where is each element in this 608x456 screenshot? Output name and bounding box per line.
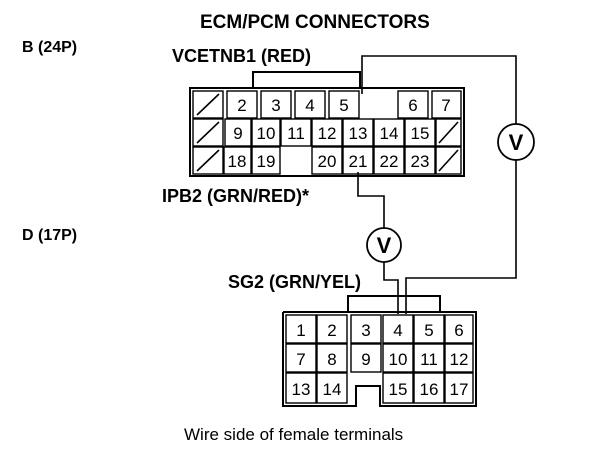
d-pin-2 [316,314,348,344]
d-pin-label: 16 [420,380,439,399]
b-pin-label: 6 [408,96,417,115]
b-pin-14 [373,118,405,147]
wire-vcetnb1 [361,55,517,124]
d-pin-label: 1 [296,321,305,340]
d-pin-label: 13 [292,380,311,399]
b-pin-12 [311,118,343,147]
blank-cavity-slash [438,149,459,172]
connector-d-frame [282,311,477,407]
wire-sg2-right-meter [405,160,517,314]
b-pin-20 [311,146,343,175]
blank-cavity-slash [196,93,220,116]
d-pin-label: 6 [454,321,463,340]
voltmeter-middle-icon: V [366,227,402,263]
b-pin-label: 15 [411,124,430,143]
b-pin-label: 20 [318,152,337,171]
b-pin-23 [404,146,436,175]
b-pin-label: 21 [349,152,368,171]
d-pin-15 [382,372,414,404]
connector-b-label: B (24P) [22,39,77,56]
b-pin-18 [223,146,252,175]
b-pin-label: 5 [339,96,348,115]
d-pin-label: 17 [450,380,469,399]
b-pin-label: 10 [257,124,276,143]
diagram-title: ECM/PCM CONNECTORS [200,12,430,33]
b-pin-label: 12 [318,124,337,143]
d-pin-4 [382,314,414,344]
voltmeter-symbol: V [377,233,392,258]
d-pin-9 [350,343,382,373]
d-pin-label: 8 [327,350,336,369]
b-pin-label: 7 [441,96,450,115]
d-pin-label: 11 [420,350,438,369]
b-pin-label: 19 [257,152,276,171]
b-pin-15 [404,118,436,147]
b-pin-label: 3 [271,96,280,115]
blank-cavity-slash [196,149,220,172]
d-pin-label: 15 [389,380,408,399]
b-pin-label: 13 [349,124,368,143]
d-pin-label: 10 [389,350,408,369]
b-pin-2 [226,90,258,119]
d-pin-6 [444,314,474,344]
d-pin-label: 2 [327,321,336,340]
d-pin-17 [444,372,474,404]
blank-cavity-slash [196,121,220,144]
b-pin-7 [431,90,462,119]
d-pin-5 [413,314,445,344]
d-pin-8 [316,343,348,373]
vcetnb1-label: VCETNB1 (RED) [172,46,311,66]
d-pin-label: 12 [450,350,469,369]
d-pin-label: 9 [361,350,370,369]
b-pin-6 [397,90,429,119]
b-pin-label: 14 [380,124,399,143]
connector-b: 2 3 4 5 6 7 9 10 11 12 13 14 15 18 [189,71,465,177]
d-pin-12 [444,343,474,373]
b-pin-4 [294,90,326,119]
b-pin-label: 2 [237,96,246,115]
connector-d: 1 2 3 4 5 6 7 8 9 10 11 12 13 14 15 16 1… [282,295,477,407]
d-pin-label: 3 [361,321,370,340]
d-pin-label: 4 [393,321,402,340]
blank-cavity-slash [438,121,459,144]
connector-d-label: D (17P) [22,227,77,244]
ipb2-label: IPB2 (GRN/RED)* [162,186,309,206]
b-pin-11 [280,118,312,147]
b-pin-label: 23 [411,152,430,171]
b-pin-19 [251,146,281,175]
d-pin-10 [382,343,414,373]
d-pin-1 [285,314,317,344]
d-pin-7 [285,343,317,373]
voltmeter-right-icon: V [497,123,535,161]
b-pin-10 [251,118,281,147]
caption: Wire side of female terminals [184,425,403,444]
d-pin-label: 7 [296,350,305,369]
voltmeter-symbol: V [509,130,524,155]
connector-b-frame [189,87,465,177]
d-pin-label: 5 [424,321,433,340]
b-pin-label: 18 [228,152,247,171]
b-pin-label: 9 [233,124,242,143]
b-pin-3 [260,90,292,119]
connector-b-key [252,71,361,88]
b-pin-9 [224,118,252,147]
d-pin-11 [413,343,445,373]
connector-d-key [347,295,441,312]
d-pin-14 [316,372,348,404]
d-pin-3 [350,314,382,344]
b-pin-13 [342,118,374,147]
b-pin-22 [373,146,405,175]
b-pin-label: 22 [380,152,399,171]
b-pin-label: 11 [287,124,305,143]
wire-sg2-middle-meter [383,262,399,314]
d-pin-label: 14 [323,380,342,399]
b-pin-label: 4 [305,96,314,115]
sg2-label: SG2 (GRN/YEL) [228,272,361,292]
d-pin-13 [285,372,317,404]
wire-ipb2 [357,172,385,228]
d-pin-16 [413,372,445,404]
b-pin-5 [328,90,360,119]
